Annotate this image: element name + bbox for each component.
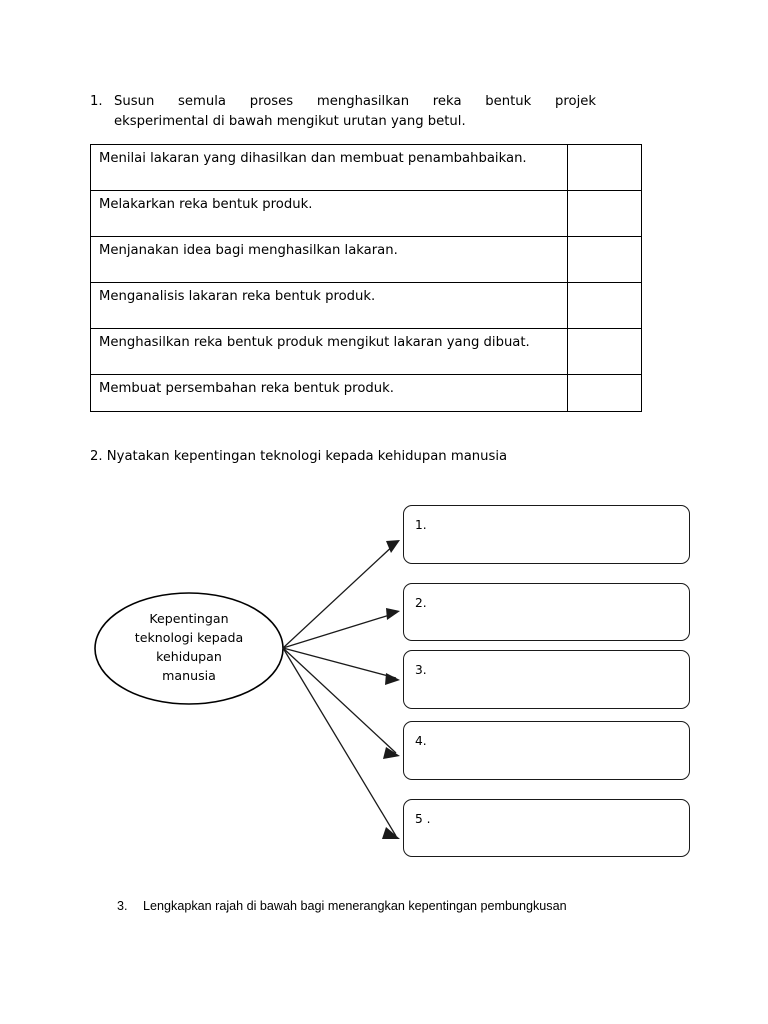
answer-box-2[interactable]: 2.: [403, 583, 690, 641]
table-row: Membuat persembahan reka bentuk produk.: [90, 374, 642, 412]
answer-box-3[interactable]: 3.: [403, 650, 690, 709]
center-label-line-1: Kepentingan: [149, 611, 229, 626]
table-row: Menganalisis lakaran reka bentuk produk.: [90, 282, 642, 329]
question-1-text: Susun semula proses menghasilkan reka be…: [114, 92, 596, 132]
arrowhead-2: [386, 608, 400, 620]
question-1-line-2: eksperimental di bawah mengikut urutan y…: [114, 114, 466, 129]
process-step-label: Melakarkan reka bentuk produk.: [90, 190, 568, 237]
diagram-arrows: [282, 542, 397, 837]
answer-box-2-label: 2.: [415, 596, 427, 610]
process-step-answer-cell[interactable]: [567, 236, 642, 283]
question-2-text: 2. Nyatakan kepentingan teknologi kepada…: [90, 449, 508, 464]
answer-box-1-label: 1.: [415, 518, 427, 532]
arrow-line-3: [282, 647, 397, 679]
answer-box-5-label: 5 .: [415, 812, 431, 826]
center-label-line-3: kehidupan: [156, 649, 222, 664]
process-step-answer-cell[interactable]: [567, 282, 642, 329]
arrow-line-2: [282, 612, 397, 649]
arrow-line-4: [282, 647, 397, 754]
diagram-arrowheads: [382, 540, 400, 839]
process-step-label: Membuat persembahan reka bentuk produk.: [90, 374, 568, 412]
arrow-line-1: [282, 542, 397, 649]
question-3-text: Lengkapkan rajah di bawah bagi menerangk…: [143, 899, 567, 913]
arrowhead-3: [385, 673, 400, 685]
question-1-prompt: 1. Susun semula proses menghasilkan reka…: [90, 92, 596, 132]
question-3-number: 3.: [117, 899, 128, 913]
process-step-answer-cell[interactable]: [567, 190, 642, 237]
arrowhead-5: [382, 827, 400, 839]
question-1-number: 1.: [90, 94, 103, 109]
answer-box-3-label: 3.: [415, 663, 427, 677]
question-3-prompt: 3. Lengkapkan rajah di bawah bagi menera…: [117, 897, 567, 915]
diagram-center-label: Kepentingan teknologi kepada kehidupan m…: [95, 609, 283, 685]
question-1-line-1: Susun semula proses menghasilkan reka be…: [114, 94, 596, 109]
process-step-answer-cell[interactable]: [567, 144, 642, 191]
arrow-line-5: [282, 647, 397, 837]
table-row: Menghasilkan reka bentuk produk mengikut…: [90, 328, 642, 375]
center-label-line-2: teknologi kepada: [134, 630, 244, 645]
answer-box-5[interactable]: 5 .: [403, 799, 690, 857]
table-row: Menilai lakaran yang dihasilkan dan memb…: [90, 144, 642, 191]
table-row: Menjanakan idea bagi menghasilkan lakara…: [90, 236, 642, 283]
answer-box-1[interactable]: 1.: [403, 505, 690, 564]
table-row: Melakarkan reka bentuk produk.: [90, 190, 642, 237]
center-label-line-4: manusia: [162, 668, 216, 683]
process-step-label: Menganalisis lakaran reka bentuk produk.: [90, 282, 568, 329]
process-step-answer-cell[interactable]: [567, 328, 642, 375]
arrowhead-1: [386, 540, 400, 553]
process-order-table: Menilai lakaran yang dihasilkan dan memb…: [90, 144, 642, 412]
answer-box-4-label: 4.: [415, 734, 427, 748]
answer-box-4[interactable]: 4.: [403, 721, 690, 780]
process-step-label: Menilai lakaran yang dihasilkan dan memb…: [90, 144, 568, 191]
process-step-label: Menjanakan idea bagi menghasilkan lakara…: [90, 236, 568, 283]
process-step-label: Menghasilkan reka bentuk produk mengikut…: [90, 328, 568, 375]
arrowhead-4: [383, 747, 400, 759]
process-step-answer-cell[interactable]: [567, 374, 642, 412]
